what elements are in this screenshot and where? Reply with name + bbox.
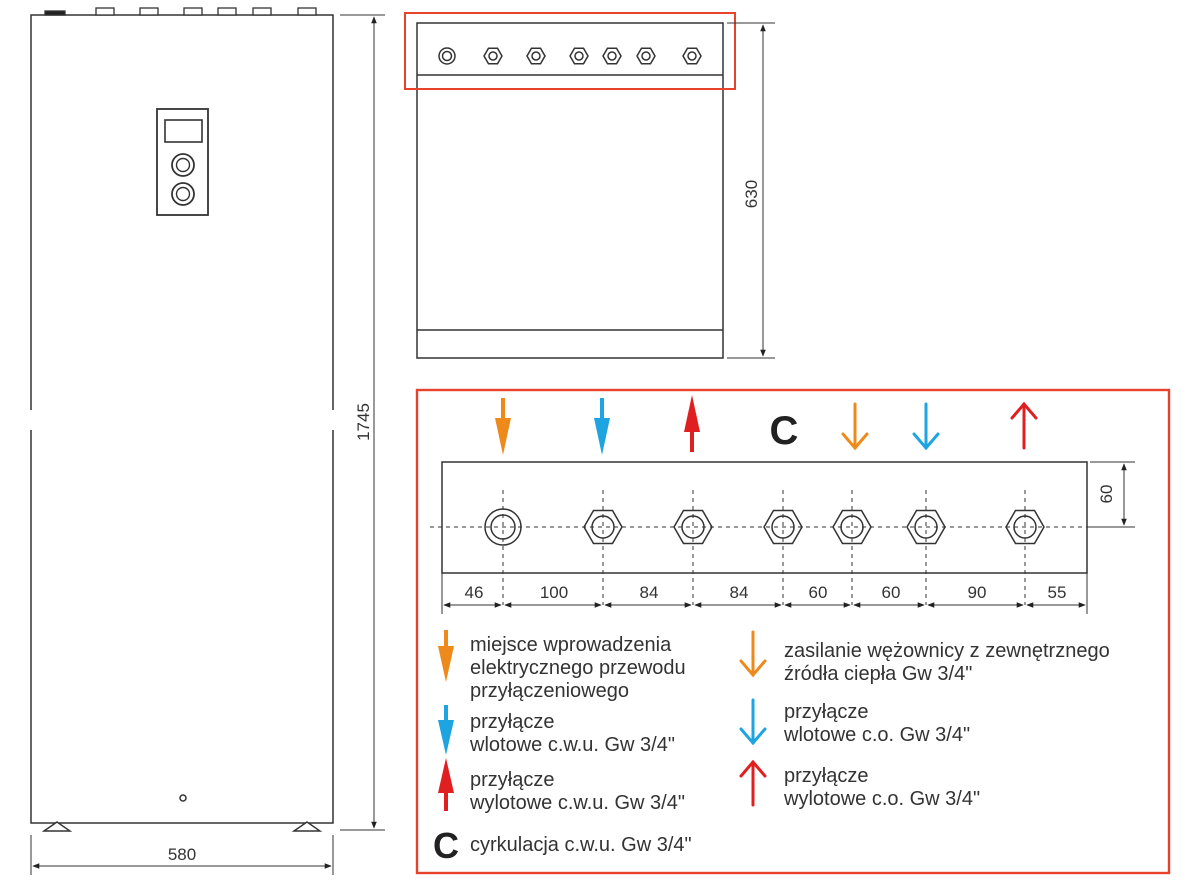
control-panel [156,108,209,216]
display-screen [164,119,203,143]
circulation-label: C [770,409,799,453]
legend-item: przyłącze wlotowe c.o. Gw 3/4" [739,698,970,746]
legend-text: przyłącze [470,769,554,791]
depth-dimension [727,22,775,359]
legend-item: przyłącze wlotowe c.w.u. Gw 3/4" [438,705,675,756]
orange-outline-arrow-down-icon [841,402,869,451]
c-letter-icon: C [433,825,459,866]
legend-text: źródła ciepła Gw 3/4" [784,663,972,685]
legend-item: przyłącze wylotowe c.w.u. Gw 3/4" [438,758,685,814]
orange-filled-arrow-down-icon [495,398,511,455]
width-dimension [30,835,334,875]
legend-text: wlotowe c.o. Gw 3/4" [783,724,970,746]
bar-height-label: 60 [1097,485,1116,504]
foot-right [291,821,323,832]
width-dimension-label: 580 [168,845,196,864]
legend-text: cyrkulacja c.w.u. Gw 3/4" [470,834,692,856]
legend: miejsce wprowadzenia elektrycznego przew… [433,630,1110,866]
spacing-label: 90 [968,583,987,602]
legend-text: przyłącze [470,711,554,733]
blue-filled-arrow-down-icon [438,705,454,755]
spacing-label: 60 [882,583,901,602]
legend-item: C cyrkulacja c.w.u. Gw 3/4" [433,825,692,866]
spacing-label: 84 [730,583,749,602]
height-dimension-label: 1745 [354,403,373,441]
top-view [416,22,724,359]
drain-point [179,794,187,802]
blue-outline-arrow-down-icon [912,402,940,451]
knob-lower [171,182,195,206]
spacing-label: 46 [465,583,484,602]
legend-text: elektrycznego przewodu [470,657,686,679]
top-connectors [44,7,317,16]
depth-dimension-label: 630 [742,180,761,208]
blue-outline-arrow-down-icon [739,698,767,746]
height-dimension [340,14,385,831]
legend-text: wylotowe c.w.u. Gw 3/4" [469,792,685,814]
legend-text: przyłączeniowego [470,680,629,702]
spacing-labels: 46 100 84 84 60 60 90 55 [465,583,1067,602]
red-outline-arrow-up-icon [739,759,767,807]
legend-text: przyłącze [784,701,868,723]
legend-text: zasilanie wężownicy z zewnętrznego [784,640,1110,662]
legend-text: wylotowe c.o. Gw 3/4" [783,788,980,810]
bar-connectors [484,508,1045,546]
legend-text: przyłącze [784,765,868,787]
top-view-connectors [438,47,702,65]
legend-text: wlotowe c.w.u. Gw 3/4" [469,734,675,756]
orange-filled-arrow-down-icon [438,630,454,682]
highlight-frame-top [404,12,736,90]
blue-filled-arrow-down-icon [594,398,610,455]
spacing-label: 84 [640,583,659,602]
spacing-label: 60 [809,583,828,602]
bar-height-dimension [1090,461,1135,528]
knob-upper [171,153,195,177]
legend-text: miejsce wprowadzenia [470,634,672,656]
legend-item: miejsce wprowadzenia elektrycznego przew… [438,630,686,702]
front-view [26,7,338,832]
foot-left [41,821,73,832]
red-outline-arrow-up-icon [1010,401,1038,450]
orange-outline-arrow-down-icon [739,630,767,678]
connection-bar [430,461,1100,614]
legend-item: przyłącze wylotowe c.o. Gw 3/4" [739,759,980,810]
spacing-label: 55 [1048,583,1067,602]
spacing-label: 100 [540,583,568,602]
legend-item: zasilanie wężownicy z zewnętrznego źródł… [739,630,1110,685]
red-filled-arrow-up-icon [684,395,700,452]
red-filled-arrow-up-icon [438,758,454,811]
direction-arrows [495,395,1038,455]
